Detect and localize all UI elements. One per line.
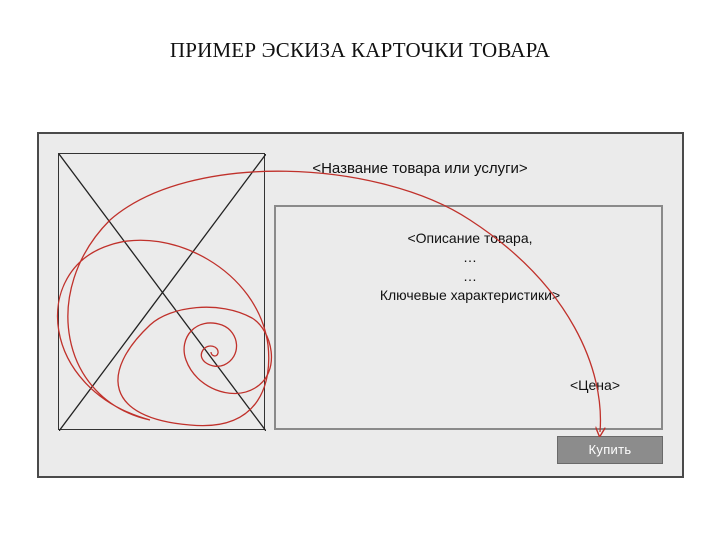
product-name: <Название товара или услуги> (312, 160, 528, 177)
buy-button[interactable]: Купить (557, 436, 663, 464)
description-line: <Описание товара, (407, 230, 533, 246)
description-line: Ключевые характеристики> (379, 287, 561, 303)
description-line: … (463, 249, 477, 265)
product-price: <Цена> (569, 377, 620, 393)
product-description: <Описание товара, … … Ключевые характери… (320, 229, 620, 305)
image-placeholder-icon (59, 154, 266, 431)
slide-title: ПРИМЕР ЭСКИЗА КАРТОЧКИ ТОВАРА (169, 38, 551, 62)
description-line: … (463, 268, 477, 284)
product-image-placeholder (58, 153, 266, 431)
